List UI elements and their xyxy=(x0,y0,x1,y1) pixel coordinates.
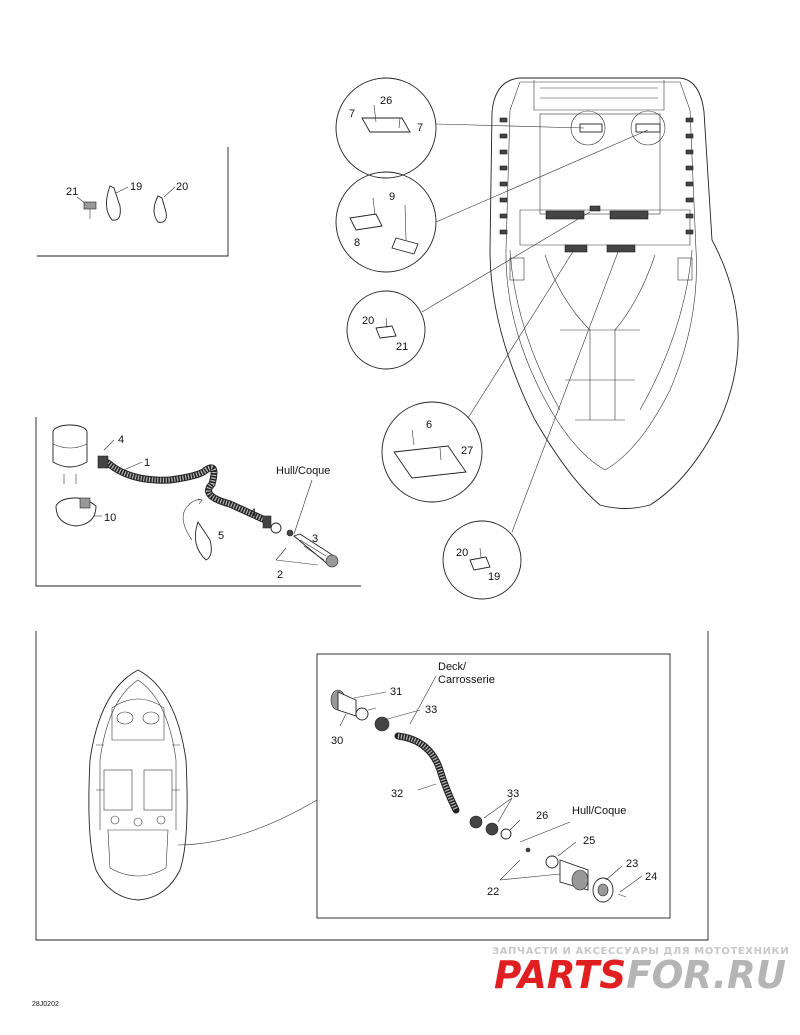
callout-27: 27 xyxy=(461,445,473,457)
watermark-logo-right: FOR.RU xyxy=(626,953,786,997)
clamp-4-left xyxy=(97,455,109,469)
drain-detail-frame xyxy=(316,653,671,919)
drain-assembly: Deck/ Carrosserie 31 33 30 32 33 26 Hull… xyxy=(330,661,657,903)
watermark-logo-left: PARTS xyxy=(494,953,626,997)
nut-33-bottom-b xyxy=(485,822,499,836)
tie-wrap-20 xyxy=(153,195,167,223)
callout-2: 2 xyxy=(277,569,283,581)
washer-25 xyxy=(545,855,559,869)
callout-32: 32 xyxy=(391,788,403,800)
callout-21: 21 xyxy=(396,341,408,353)
hull-label-drain: Hull/Coque xyxy=(572,805,626,817)
hose-clip-5 xyxy=(194,520,212,561)
clamp-4-right xyxy=(262,515,272,529)
fitting-30 xyxy=(330,689,357,717)
callout-20-clip: 20 xyxy=(176,181,188,193)
watermark-tagline: ЗАПЧАСТИ И АКСЕССУАРЫ ДЛЯ МОТОТЕХНИКИ xyxy=(492,946,789,957)
detail-plate-6-27: 6 27 xyxy=(381,249,575,503)
callout-21-clip: 21 xyxy=(66,186,78,198)
callout-33-bottom: 33 xyxy=(507,788,519,800)
detail-rail-26: 26 7 7 xyxy=(335,77,585,179)
drain-fitting-2 xyxy=(293,533,339,568)
callout-30: 30 xyxy=(331,735,343,747)
callout-33-top: 33 xyxy=(425,704,437,716)
detail-clip-20-21: 20 21 xyxy=(346,211,591,370)
fitting-22 xyxy=(559,859,589,891)
boat-hull-view xyxy=(489,77,739,509)
fitting-23 xyxy=(592,877,614,903)
callout-24: 24 xyxy=(645,871,657,883)
callout-26-drain: 26 xyxy=(536,810,548,822)
clips-box: 21 19 20 xyxy=(66,181,188,223)
detail-clip-20-19: 20 19 xyxy=(442,251,619,600)
hull-label-pump: Hull/Coque xyxy=(276,465,330,477)
seal-ring xyxy=(270,522,282,534)
callout-20-b: 20 xyxy=(456,547,468,559)
callout-19-clip: 19 xyxy=(130,181,142,193)
watermark: ЗАПЧАСТИ И АКСЕССУАРЫ ДЛЯ МОТОТЕХНИКИ PA… xyxy=(492,946,789,997)
callout-8: 8 xyxy=(354,237,360,249)
callout-26: 26 xyxy=(380,95,392,107)
watermark-logo: PARTSFOR.RU xyxy=(494,953,786,997)
pump-box-frame xyxy=(35,417,361,587)
clips-box-frame xyxy=(37,147,229,257)
callout-7-left: 7 xyxy=(349,108,355,120)
callout-19: 19 xyxy=(488,571,500,583)
callout-4-hull: 4 xyxy=(250,507,256,519)
callout-5: 5 xyxy=(218,530,224,542)
callout-6: 6 xyxy=(426,419,432,431)
callout-25: 25 xyxy=(583,835,595,847)
drawing-code: 28J0202 xyxy=(32,1001,59,1008)
deck-label-line1: Deck/ xyxy=(438,661,467,673)
tie-wrap-19 xyxy=(106,185,121,221)
callout-1: 1 xyxy=(144,457,150,469)
drain-box-frame xyxy=(35,631,709,941)
deck-label-line2: Carrosserie xyxy=(438,674,495,686)
pump-unit xyxy=(52,424,97,527)
callout-31: 31 xyxy=(390,686,402,698)
callout-22: 22 xyxy=(487,886,499,898)
callout-10: 10 xyxy=(104,512,116,524)
hull-vents-right xyxy=(685,117,694,235)
detail-plates-8-9: 9 8 xyxy=(335,129,649,273)
callout-7-right: 7 xyxy=(417,122,423,134)
nut-33-bottom-a xyxy=(469,815,483,829)
hull-vents-left xyxy=(499,117,508,235)
pump-box: 4 1 10 5 4 3 2 Hull/Coque xyxy=(52,424,339,581)
screw-part xyxy=(83,201,97,219)
boat-deck-view xyxy=(88,669,318,901)
callout-3: 3 xyxy=(312,533,318,545)
callout-9: 9 xyxy=(389,191,395,203)
washer-31 xyxy=(355,707,369,721)
ring-26 xyxy=(500,828,512,840)
callout-23: 23 xyxy=(626,858,638,870)
nut-33-top xyxy=(374,716,390,732)
callout-4-pump: 4 xyxy=(118,434,124,446)
callout-20: 20 xyxy=(362,315,374,327)
